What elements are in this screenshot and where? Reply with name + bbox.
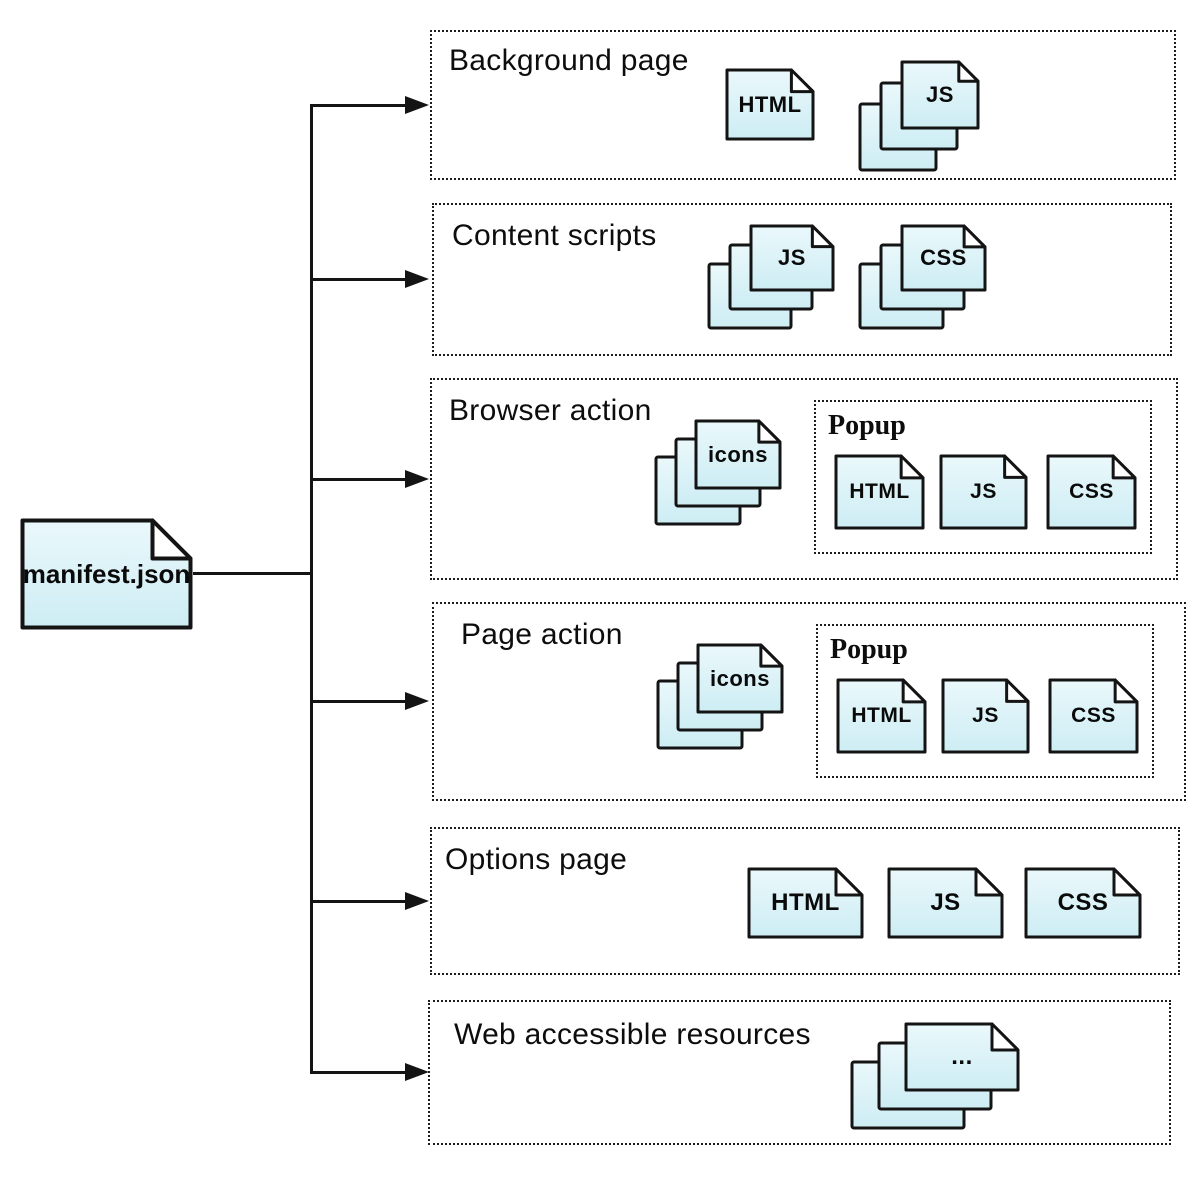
file-page-front: icons <box>696 643 784 714</box>
file-stack-css: CSS <box>858 224 987 330</box>
popup-box: Popup HTML JS CSS <box>814 400 1152 554</box>
file-page-front: ... <box>904 1022 1020 1092</box>
branch-line <box>311 278 407 281</box>
section-browser-action: Browser action icons Popup HTML JS CSS <box>430 378 1178 580</box>
file-icon-js: JS <box>939 454 1028 530</box>
file-page-front: CSS <box>900 224 987 292</box>
file-icon-css: CSS <box>1024 867 1142 939</box>
manifest-connector-line <box>193 572 311 575</box>
manifest-file-node: manifest.json <box>20 518 193 630</box>
file-stack-resources: ... <box>850 1022 1020 1130</box>
branch-line <box>311 1071 407 1074</box>
file-stack-icons: icons <box>656 643 784 750</box>
file-stack-icons: icons <box>654 419 782 526</box>
file-icon-js: JS <box>887 867 1004 939</box>
file-stack-js: JS <box>858 60 980 172</box>
branch-line <box>311 104 407 107</box>
section-options-page: Options page HTML JS CSS <box>430 827 1180 975</box>
branch-arrow-icon <box>405 470 429 488</box>
branch-line <box>311 478 407 481</box>
file-stack-js: JS <box>707 224 835 330</box>
file-icon-html: HTML <box>725 68 815 141</box>
section-web-accessible-resources: Web accessible resources ... <box>428 1000 1171 1145</box>
popup-title: Popup <box>830 634 908 665</box>
branch-arrow-icon <box>405 270 429 288</box>
file-icon-css: CSS <box>1048 678 1139 754</box>
branch-line <box>311 700 407 703</box>
branch-arrow-icon <box>405 96 429 114</box>
section-background-page: Background page HTML JS <box>430 30 1176 180</box>
branch-arrow-icon <box>405 892 429 910</box>
file-icon-html: HTML <box>747 867 864 939</box>
file-page-front: JS <box>749 224 835 292</box>
branch-arrow-icon <box>405 692 429 710</box>
file-page-front: icons <box>694 419 782 490</box>
title-content-scripts: Content scripts <box>452 219 657 252</box>
title-browser-action: Browser action <box>449 394 652 427</box>
section-content-scripts: Content scripts JS CSS <box>432 203 1172 356</box>
title-options-page: Options page <box>445 843 628 876</box>
popup-title: Popup <box>828 410 906 441</box>
title-background-page: Background page <box>449 44 689 77</box>
section-page-action: Page action icons Popup HTML JS CSS <box>432 602 1186 801</box>
title-web-accessible-resources: Web accessible resources <box>454 1018 811 1051</box>
file-icon-html: HTML <box>836 678 927 754</box>
trunk-line <box>310 104 313 1074</box>
branch-line <box>311 900 407 903</box>
ellipsis-label: ... <box>951 1043 973 1070</box>
popup-box: Popup HTML JS CSS <box>816 624 1154 778</box>
file-icon-css: CSS <box>1046 454 1137 530</box>
manifest-label: manifest.json <box>22 558 191 589</box>
branch-arrow-icon <box>405 1063 429 1081</box>
file-icon-js: JS <box>941 678 1030 754</box>
file-icon-html: HTML <box>834 454 925 530</box>
title-page-action: Page action <box>461 618 623 651</box>
file-page-front: JS <box>900 60 980 130</box>
